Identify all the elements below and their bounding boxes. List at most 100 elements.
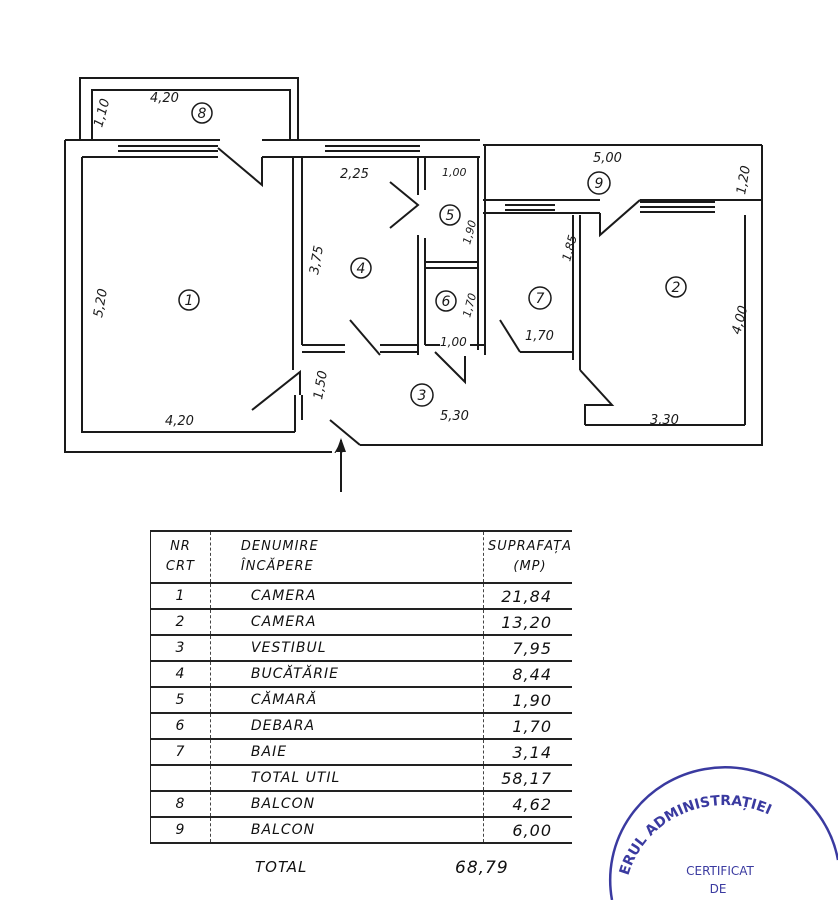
- entrance-label: A: [334, 442, 343, 456]
- room-number-7: 7: [536, 291, 545, 307]
- row-area: 4,62: [483, 790, 572, 818]
- row-nr: 7: [150, 738, 211, 766]
- row-name: BAIE: [210, 738, 484, 766]
- room-number-circle: [435, 290, 457, 312]
- row-area: 8,44: [483, 660, 572, 688]
- inner-wall-line: [81, 156, 480, 433]
- room-number-9: 9: [595, 176, 604, 192]
- row-name: CAMERA: [210, 582, 484, 610]
- room-number-1: 1: [185, 293, 194, 309]
- door-storage: [434, 351, 466, 385]
- dim-room2-width: 3,30: [650, 413, 679, 428]
- row-nr: 5: [150, 686, 211, 714]
- window-room-4: [325, 139, 420, 158]
- row-area: 1,70: [483, 712, 572, 740]
- room-number-circle: [587, 171, 611, 195]
- dim-room7-width: 1,70: [525, 329, 554, 344]
- door-balcony-8: [217, 147, 263, 188]
- door-room-1: [251, 369, 301, 411]
- row-area: 1,90: [483, 686, 572, 714]
- row-nr: 1: [150, 582, 211, 610]
- dim-balcony9-width: 5,00: [593, 151, 622, 166]
- row-area: 3,14: [483, 738, 572, 766]
- dim-room5-height: 1,90: [460, 219, 479, 246]
- window-room-2: [640, 201, 715, 213]
- room-number-circle: [665, 276, 687, 298]
- header-mp: (MP): [513, 559, 547, 574]
- row-nr: 3: [150, 634, 211, 662]
- dim-room4-height: 3,75: [307, 245, 327, 276]
- header-crt: CRT: [165, 559, 195, 574]
- dim-room1-width: 4,20: [165, 414, 194, 429]
- dim-room4-width: 2,25: [340, 167, 369, 182]
- dim-balcony8-depth: 1,10: [91, 97, 113, 129]
- room-number-circle: [439, 204, 461, 226]
- window-room-7: [505, 204, 555, 211]
- room-number-2: 2: [672, 280, 681, 296]
- room-number-circle: [350, 257, 372, 279]
- dim-room5-width: 1,00: [442, 166, 467, 179]
- table-header: NR CRT DENUMIRE ÎNCĂPERE SUPRAFAȚA (MP): [150, 530, 572, 584]
- row-name: VESTIBUL: [210, 634, 484, 662]
- room-number-3: 3: [418, 388, 427, 404]
- dim-room6-height: 1,70: [460, 292, 479, 319]
- window-room-1: [118, 139, 218, 158]
- row-nr: 6: [150, 712, 211, 740]
- room-number-circle: [528, 286, 552, 310]
- dim-room7-height: 1,85: [559, 233, 579, 262]
- door-kitchen: [349, 319, 381, 356]
- room-number-circle: [410, 383, 434, 407]
- entrance-door: [329, 419, 361, 446]
- room-number-circle: [178, 289, 200, 311]
- wall-pantry: [417, 157, 485, 355]
- header-nr: NR: [170, 539, 191, 554]
- dim-balcony9-depth: 1,20: [734, 165, 754, 196]
- dim-room2-height: 4,00: [729, 304, 751, 336]
- row-nr: 2: [150, 608, 211, 636]
- room-number-4: 4: [357, 261, 366, 277]
- dim-room1-height: 5,20: [91, 288, 111, 319]
- dim-hall-width: 5,30: [440, 409, 469, 424]
- dim-room6-width: 1,00: [440, 335, 467, 349]
- outer-wall: [64, 139, 763, 453]
- row-nr: 4: [150, 660, 211, 688]
- row-area: 7,95: [483, 634, 572, 662]
- header-suprafata: SUPRAFAȚA: [487, 539, 572, 554]
- wall-room1-room4: [292, 157, 303, 432]
- row-area: 6,00: [483, 816, 572, 844]
- total-value: 68,79: [455, 858, 509, 878]
- row-area: 58,17: [483, 764, 572, 792]
- door-room-2: [579, 369, 745, 426]
- row-name: CAMERA: [210, 608, 484, 636]
- balcony-8-outline: [79, 77, 299, 140]
- wall-balcony-9: [483, 199, 762, 425]
- header-incapere: ÎNCĂPERE: [240, 559, 314, 574]
- row-nr: 8: [150, 790, 211, 818]
- row-nr: [150, 764, 211, 792]
- row-name: CĂMARĂ: [210, 686, 484, 714]
- dim-balcony8-width: 4,20: [150, 91, 179, 106]
- room-number-circle: [191, 102, 213, 124]
- row-area: 13,20: [483, 608, 572, 636]
- stamp-line-1: CERTIFICAT: [686, 864, 754, 878]
- door-pantry: [389, 181, 420, 229]
- door-balcony-9: [599, 199, 641, 238]
- header-denumire: DENUMIRE: [240, 539, 319, 554]
- row-name: BALCON: [210, 790, 484, 818]
- wall-room7-room2: [520, 215, 581, 370]
- row-name: BALCON: [210, 816, 484, 844]
- row-name: TOTAL UTIL: [210, 764, 484, 792]
- row-nr: 9: [150, 816, 211, 844]
